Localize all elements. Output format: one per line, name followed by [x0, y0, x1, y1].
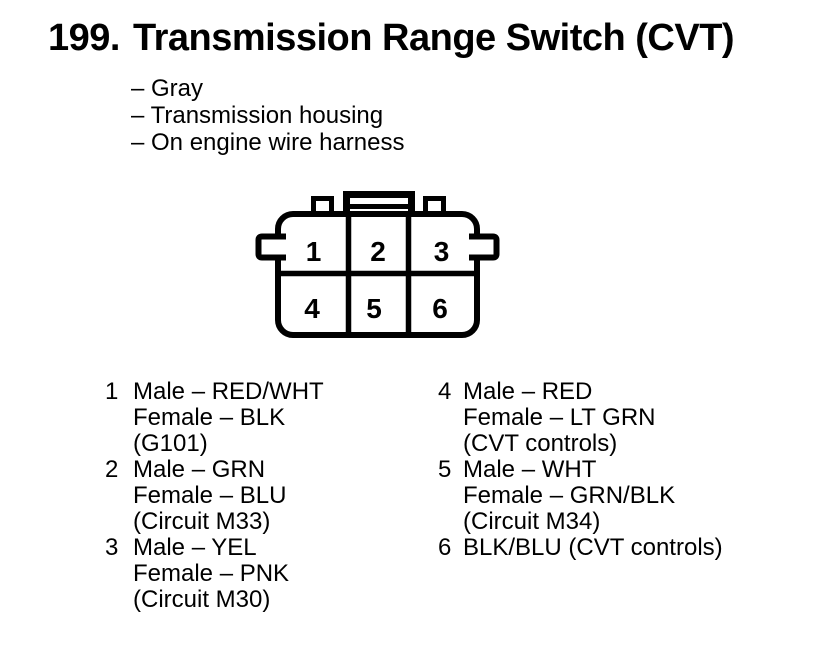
pin-entry-4: 4 Male – RED Female – LT GRN (CVT contro…: [438, 379, 723, 457]
pin-line: Male – RED/WHT: [133, 378, 324, 405]
pin-line: (Circuit M33): [133, 508, 271, 535]
pin-line: (Circuit M30): [133, 586, 271, 613]
pin-line: Female – GRN/BLK: [463, 482, 676, 509]
cavity-6: 6: [432, 293, 448, 324]
pin-description: Male – GRN Female – BLU (Circuit M33): [133, 457, 324, 535]
pin-number: 3: [105, 534, 119, 561]
pin-description: Male – RED Female – LT GRN (CVT controls…: [463, 379, 723, 457]
cavity-1: 1: [306, 236, 322, 267]
cavity-4: 4: [304, 293, 320, 324]
pin-line: Male – RED: [463, 378, 593, 405]
pin-entry-2: 2 Male – GRN Female – BLU (Circuit M33): [105, 457, 324, 535]
property-color: – Gray: [131, 75, 204, 102]
connector-diagram: 1 2 3 4 5 6: [255, 191, 500, 338]
pin-description: BLK/BLU (CVT controls): [463, 535, 723, 561]
pin-number: 6: [438, 534, 452, 561]
page-title: Transmission Range Switch (CVT): [133, 17, 735, 59]
section-number: 199.: [48, 17, 120, 59]
pin-line: Male – YEL: [133, 534, 257, 561]
pin-line: (CVT controls): [463, 430, 618, 457]
connector-top-tab-left: [311, 196, 334, 215]
pin-line: Female – BLK: [133, 404, 286, 431]
pin-entry-5: 5 Male – WHT Female – GRN/BLK (Circuit M…: [438, 457, 723, 535]
pin-line: Male – GRN: [133, 456, 266, 483]
cavity-3: 3: [434, 236, 450, 267]
property-harness: – On engine wire harness: [131, 129, 405, 156]
cavity-2: 2: [370, 236, 386, 267]
connector-latch-tab: [343, 191, 415, 215]
pin-line: Female – LT GRN: [463, 404, 656, 431]
pin-number: 5: [438, 456, 452, 483]
pin-line: Female – PNK: [133, 560, 290, 587]
pin-description: Male – WHT Female – GRN/BLK (Circuit M34…: [463, 457, 723, 535]
pin-line: (G101): [133, 430, 208, 457]
pin-line: Female – BLU: [133, 482, 287, 509]
pin-line: Male – WHT: [463, 456, 597, 483]
pin-number: 2: [105, 456, 119, 483]
cavity-5: 5: [366, 293, 382, 324]
pin-entry-3: 3 Male – YEL Female – PNK (Circuit M30): [105, 535, 324, 613]
property-location: – Transmission housing: [131, 102, 384, 129]
pin-list-right: 4 Male – RED Female – LT GRN (CVT contro…: [438, 379, 723, 561]
connector-properties: – Gray – Transmission housing – On engin…: [131, 75, 405, 156]
connector-left-wing: [255, 233, 286, 261]
pin-entry-6: 6 BLK/BLU (CVT controls): [438, 535, 723, 561]
pin-description: Male – RED/WHT Female – BLK (G101): [133, 379, 324, 457]
pin-entry-1: 1 Male – RED/WHT Female – BLK (G101): [105, 379, 324, 457]
connector-top-tab-right: [423, 196, 446, 215]
pin-list-left: 1 Male – RED/WHT Female – BLK (G101) 2 M…: [105, 379, 324, 613]
pin-number: 1: [105, 378, 119, 405]
pin-line: BLK/BLU (CVT controls): [463, 534, 723, 561]
pin-line: (Circuit M34): [463, 508, 601, 535]
section-heading: 199. Transmission Range Switch (CVT): [48, 17, 735, 59]
connector-right-wing: [469, 233, 500, 261]
pin-number: 4: [438, 378, 452, 405]
pin-description: Male – YEL Female – PNK (Circuit M30): [133, 535, 324, 613]
